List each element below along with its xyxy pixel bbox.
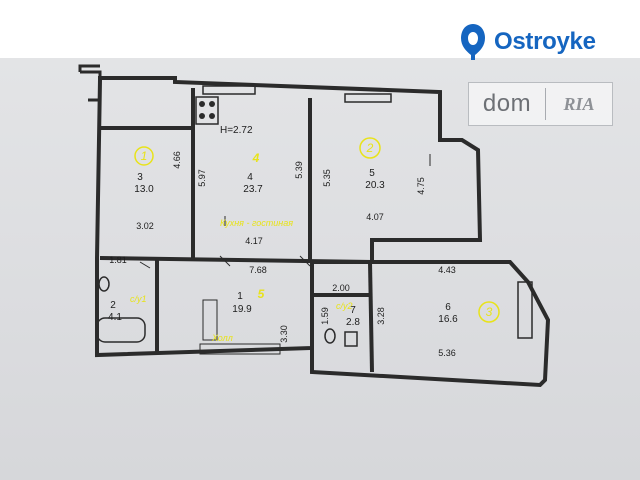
- dimension-label: 4.07: [366, 212, 384, 222]
- dimension-label: 5.35: [322, 169, 332, 187]
- dimension-label: 2.00: [332, 283, 350, 293]
- domria-dom-text: dom: [482, 90, 532, 117]
- room-marker-3: 3: [486, 305, 493, 319]
- windows: [202, 85, 533, 339]
- dimension-label: 4.43: [438, 265, 456, 275]
- room-area: 2.8: [346, 317, 360, 328]
- ostroyke-wordmark: Ostroyke: [494, 28, 596, 55]
- domria-ria-text: RIA: [563, 93, 595, 114]
- room-area: 16.6: [438, 314, 458, 325]
- room-area: 4.1: [108, 312, 122, 323]
- room-marker-1: 1: [141, 149, 148, 163]
- room-area: 13.0: [134, 184, 154, 195]
- dimension-label: 5.97: [197, 169, 207, 187]
- dimension-label: 5.39: [294, 161, 304, 179]
- room-marker-4: 4: [252, 151, 260, 165]
- dimension-label: 4.66: [172, 151, 182, 169]
- bathroom-fixtures: [96, 276, 358, 347]
- dimension-label: 7.68: [249, 265, 267, 275]
- room-marker-5: 5: [258, 287, 265, 301]
- ceiling-height: H=2.72: [220, 125, 253, 136]
- room-number: 4: [247, 172, 253, 183]
- dimension-label: 3.30: [279, 325, 289, 343]
- room-number: 1: [237, 291, 243, 302]
- dimension-label: 4.75: [416, 177, 426, 195]
- room-area: 23.7: [243, 184, 263, 195]
- ostroyke-logo: Ostroyke: [460, 20, 596, 64]
- room-area: 20.3: [365, 180, 385, 191]
- hall-caption: Холл: [211, 333, 233, 343]
- hall-furniture: [199, 299, 281, 355]
- kitchen-caption: Кухня - гостиная: [220, 218, 293, 228]
- room-number: 6: [445, 302, 451, 313]
- room-marker-2: 2: [366, 141, 374, 155]
- bath1-caption: с/у1: [130, 294, 147, 304]
- room-area: 19.9: [232, 304, 252, 315]
- room-number: 7: [350, 305, 356, 316]
- dimension-label: 3.28: [376, 307, 386, 325]
- dimension-label: 1.81: [109, 255, 127, 265]
- wall-details: [78, 64, 102, 102]
- dimension-label: 3.02: [136, 221, 154, 231]
- domria-divider: [545, 88, 546, 120]
- dimension-ticks: [139, 154, 431, 269]
- dimension-label: 1.59: [320, 307, 330, 325]
- dimension-label: 4.17: [245, 236, 263, 246]
- room-markers: [134, 137, 500, 323]
- walls: [95, 76, 551, 388]
- stove-icon: [195, 96, 219, 125]
- domria-logo: dom RIA: [468, 82, 613, 126]
- room-number: 2: [110, 300, 116, 311]
- room-number: 5: [369, 168, 375, 179]
- bath2-caption: с/у2: [336, 301, 353, 311]
- room-number: 3: [137, 172, 143, 183]
- dimension-label: 5.36: [438, 348, 456, 358]
- ostroyke-mark-icon: [461, 24, 485, 60]
